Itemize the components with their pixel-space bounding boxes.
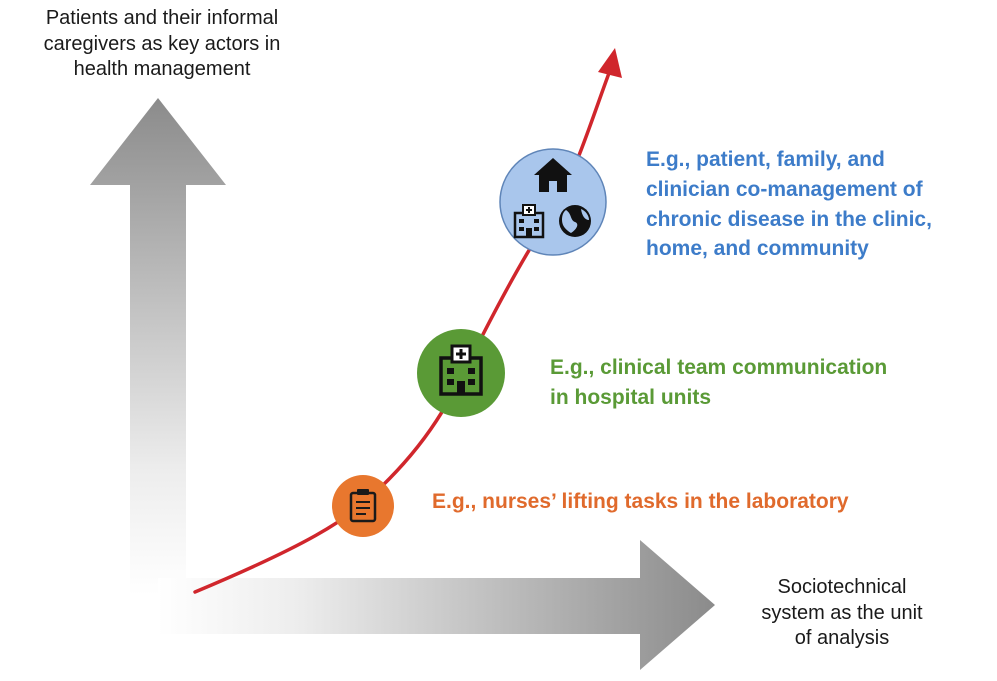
horizontal-axis-label-line: Sociotechnical — [777, 576, 907, 598]
globe-icon — [559, 205, 591, 237]
vertical-axis-label-line: health management — [73, 58, 251, 81]
horizontal-axis-label-line: system as the unit — [761, 601, 923, 624]
vertical-axis-label-line: Patients and their informal — [45, 7, 279, 29]
example-chronic-disease-line: clinician co-management of — [646, 177, 923, 201]
example-chronic-disease-line: home, and community — [646, 237, 869, 261]
hospital-icon — [439, 344, 483, 396]
small-hospital-icon — [513, 204, 545, 239]
horizontal-axis-arrow — [158, 540, 715, 670]
example-laboratory-line: E.g., nurses’ lifting tasks in the labor… — [432, 490, 849, 513]
home-icon — [534, 158, 572, 192]
vertical-axis-label-line: caregivers as key actors in — [43, 32, 281, 55]
example-hospital-units-line: E.g., clinical team communication — [550, 356, 888, 379]
example-chronic-disease: E.g., patient, family, and clinician co-… — [646, 145, 932, 264]
example-hospital-units: E.g., clinical team communication in hos… — [550, 353, 887, 414]
vertical-axis-arrow — [90, 98, 226, 595]
green-milestone — [417, 329, 505, 417]
horizontal-axis-label-line: of analysis — [794, 627, 890, 650]
example-laboratory: E.g., nurses’ lifting tasks in the labor… — [432, 489, 849, 516]
blue-milestone — [499, 148, 607, 256]
clipboard-icon — [349, 489, 377, 523]
example-hospital-units-line: in hospital units — [550, 386, 711, 410]
example-chronic-disease-line: E.g., patient, family, and — [646, 148, 885, 171]
horizontal-axis-label: Sociotechnical system as the unit of ana… — [722, 575, 962, 652]
example-chronic-disease-line: chronic disease in the clinic, — [646, 207, 932, 231]
trajectory-arrowhead — [598, 48, 622, 78]
orange-milestone — [332, 475, 394, 537]
vertical-axis-label: Patients and their informal caregivers a… — [2, 6, 322, 83]
